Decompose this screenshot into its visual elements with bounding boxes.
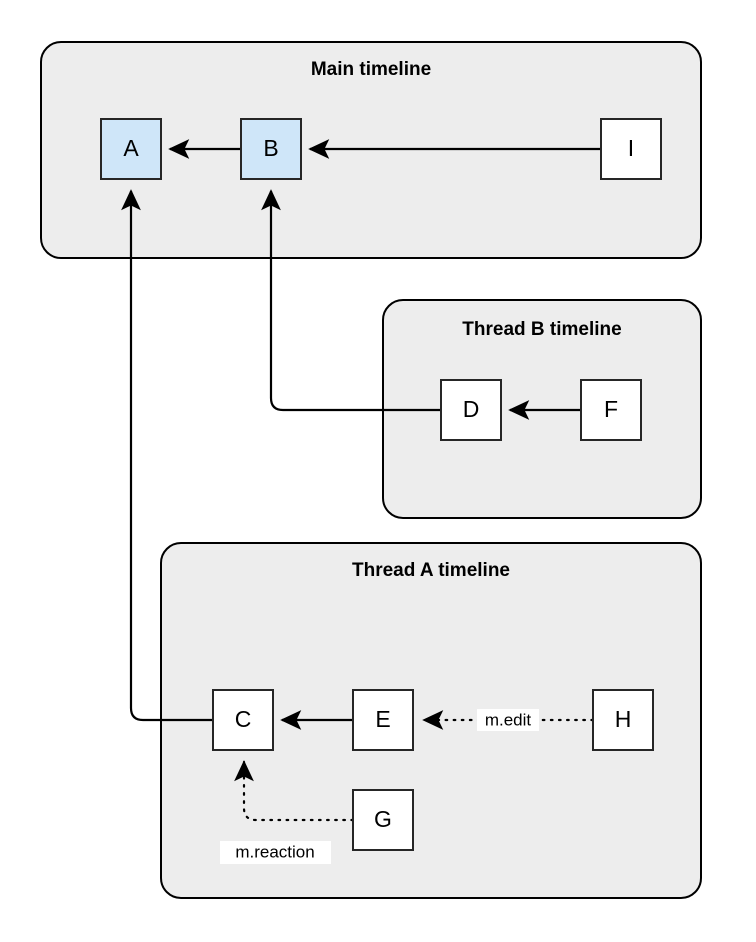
container-thread-b-timeline-title: Thread B timeline bbox=[462, 319, 621, 340]
node-f[interactable]: F bbox=[580, 379, 642, 441]
edge-label-m-reaction: m.reaction bbox=[220, 841, 331, 864]
node-i-label: I bbox=[628, 135, 634, 161]
edge-label-m-reaction-bg bbox=[220, 841, 331, 864]
edge-label-m-edit-bg bbox=[477, 709, 539, 731]
node-h[interactable]: H bbox=[592, 689, 654, 751]
node-g[interactable]: G bbox=[352, 789, 414, 851]
node-e-box[interactable] bbox=[352, 689, 414, 751]
edge-label-m-edit: m.edit bbox=[477, 709, 539, 731]
node-f-box[interactable] bbox=[580, 379, 642, 441]
node-i[interactable]: I bbox=[600, 118, 662, 180]
node-b-box[interactable] bbox=[240, 118, 302, 180]
edge-g-to-c-m-reaction bbox=[234, 760, 355, 822]
node-c-box[interactable] bbox=[212, 689, 274, 751]
container-thread-a-timeline-title: Thread A timeline bbox=[352, 560, 510, 581]
node-b-label: B bbox=[263, 135, 278, 161]
node-i-box[interactable] bbox=[600, 118, 662, 180]
node-c[interactable]: C bbox=[212, 689, 274, 751]
node-h-box[interactable] bbox=[592, 689, 654, 751]
node-f-label: F bbox=[604, 396, 618, 422]
node-d-box[interactable] bbox=[440, 379, 502, 441]
container-main-timeline-title: Main timeline bbox=[311, 59, 431, 80]
node-b[interactable]: B bbox=[240, 118, 302, 180]
edge-c-to-a bbox=[121, 189, 213, 722]
node-g-box[interactable] bbox=[352, 789, 414, 851]
node-d[interactable]: D bbox=[440, 379, 502, 441]
node-g-label: G bbox=[374, 806, 392, 832]
node-a-box[interactable] bbox=[100, 118, 162, 180]
edge-label-m-reaction-text: m.reaction bbox=[235, 842, 314, 861]
node-c-label: C bbox=[235, 706, 252, 732]
node-a-label: A bbox=[123, 135, 139, 161]
edge-label-m-edit-text: m.edit bbox=[485, 710, 532, 729]
edges-layer bbox=[121, 139, 601, 822]
node-e-label: E bbox=[375, 706, 390, 732]
edge-d-to-b bbox=[261, 189, 441, 412]
node-d-label: D bbox=[463, 396, 480, 422]
node-a[interactable]: A bbox=[100, 118, 162, 180]
node-h-label: H bbox=[615, 706, 632, 732]
node-e[interactable]: E bbox=[352, 689, 414, 751]
